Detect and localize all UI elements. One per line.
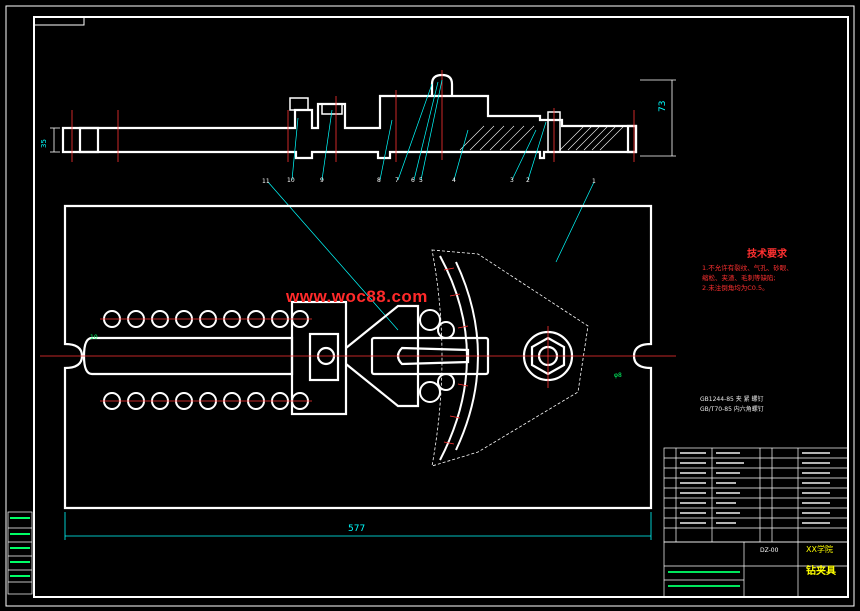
top-view-hatching <box>459 125 625 151</box>
balloon-5: 5 <box>419 177 423 184</box>
balloon-7: 7 <box>395 177 399 184</box>
top-left-label-box <box>33 16 85 26</box>
parts-list-entries <box>680 452 830 524</box>
top-view-dimensions <box>50 79 676 157</box>
side-stamp-entries <box>10 517 30 577</box>
watermark-text: www.woc88.com <box>286 287 428 306</box>
balloon-2: 2 <box>526 177 530 184</box>
technical-requirements: 技术要求 1.不允许有裂纹、气孔、砂眼、 缩松、夹渣、毛刺等缺陷; 2.未注倒角… <box>702 250 852 293</box>
fan-red-marks <box>443 267 469 445</box>
parts-list <box>663 447 849 598</box>
title-block-model: DZ-00 <box>760 547 779 554</box>
dimension-plate-thickness: 35 <box>40 139 48 148</box>
dimension-hole-right: φ8 <box>614 372 622 379</box>
title-block-green-rows <box>668 571 740 587</box>
top-view <box>61 73 638 160</box>
balloon-11: 11 <box>262 178 270 185</box>
dimension-hole-left: 10 <box>90 334 98 341</box>
balloon-3: 3 <box>510 177 514 184</box>
tech-line-2: 缩松、夹渣、毛刺等缺陷; <box>702 274 776 282</box>
tech-line-3: 2.未注倒角均为C0.5。 <box>702 284 769 292</box>
fan-workpiece-solid <box>419 255 479 461</box>
balloon-10: 10 <box>287 177 295 184</box>
balloon-4: 4 <box>452 177 456 184</box>
plan-view-dimensions <box>64 512 652 540</box>
sheet-outer-border <box>5 5 855 607</box>
tech-line-1: 1.不允许有裂纹、气孔、砂眼、 <box>702 264 793 272</box>
top-view-centerlines <box>71 70 635 162</box>
sheet-inner-border <box>33 16 849 598</box>
plan-view <box>63 204 653 510</box>
title-block-product-name: 钻夹具 <box>806 566 836 577</box>
balloon-1: 1 <box>592 178 596 185</box>
balloon-9: 9 <box>320 177 324 184</box>
title-block-school: XX学院 <box>806 545 833 554</box>
balloon-8: 8 <box>377 177 381 184</box>
plan-view-centerlines <box>40 318 676 402</box>
technical-requirements-title: 技术要求 <box>747 249 787 260</box>
dimension-height: 73 <box>658 100 668 112</box>
standards-notes: GB1244-85 夹 紧 螺钉 GB/T70-85 内六角螺钉 <box>700 395 764 415</box>
plan-view-holes <box>103 310 309 410</box>
dimension-overall-length: 577 <box>348 524 366 534</box>
standard-line-1: GB1244-85 夹 紧 螺钉 <box>700 396 764 403</box>
side-stamp-box <box>7 511 33 595</box>
standard-line-2: GB/T70-85 内六角螺钉 <box>700 406 764 413</box>
balloon-6: 6 <box>411 177 415 184</box>
